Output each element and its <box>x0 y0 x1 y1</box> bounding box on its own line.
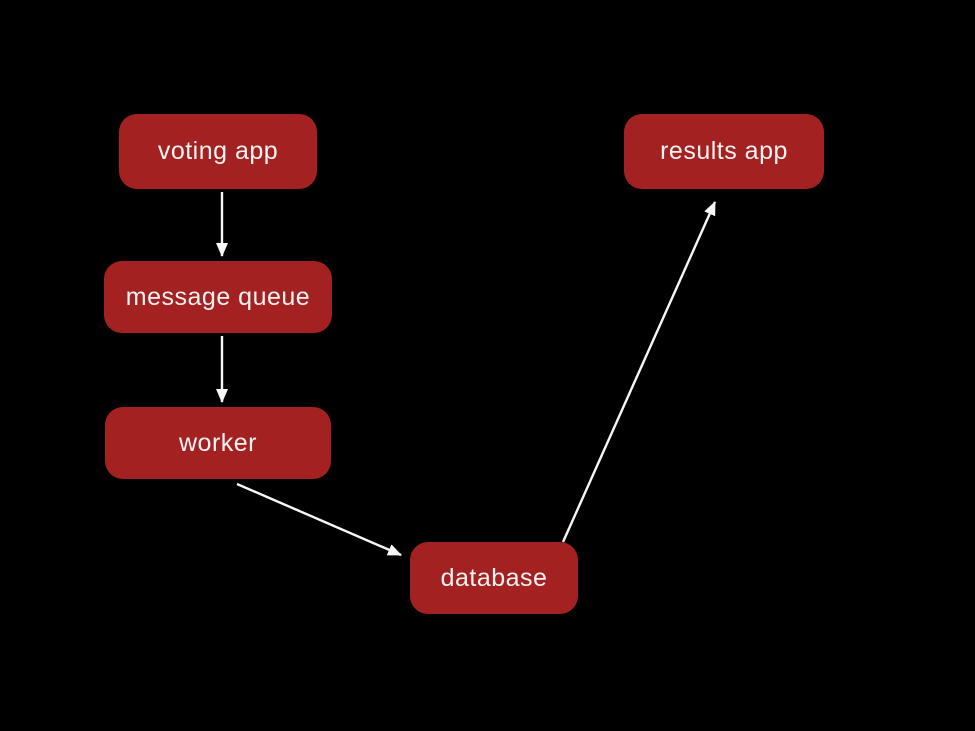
node-message-queue-label: message queue <box>125 282 311 311</box>
node-results-app-label: results app <box>660 137 788 165</box>
node-worker-label: worker <box>178 428 257 457</box>
node-worker: worker <box>105 407 331 479</box>
node-message-queue: message queue <box>104 261 332 333</box>
node-voting-app-label: voting app <box>157 137 279 165</box>
node-voting-app: voting app <box>119 114 317 189</box>
node-database-label: database <box>440 563 548 592</box>
node-results-app: results app <box>624 114 824 189</box>
arrow-worker-to-database <box>236 482 402 557</box>
arrow-database-to-results-app <box>561 201 717 543</box>
node-database: database <box>410 542 578 614</box>
